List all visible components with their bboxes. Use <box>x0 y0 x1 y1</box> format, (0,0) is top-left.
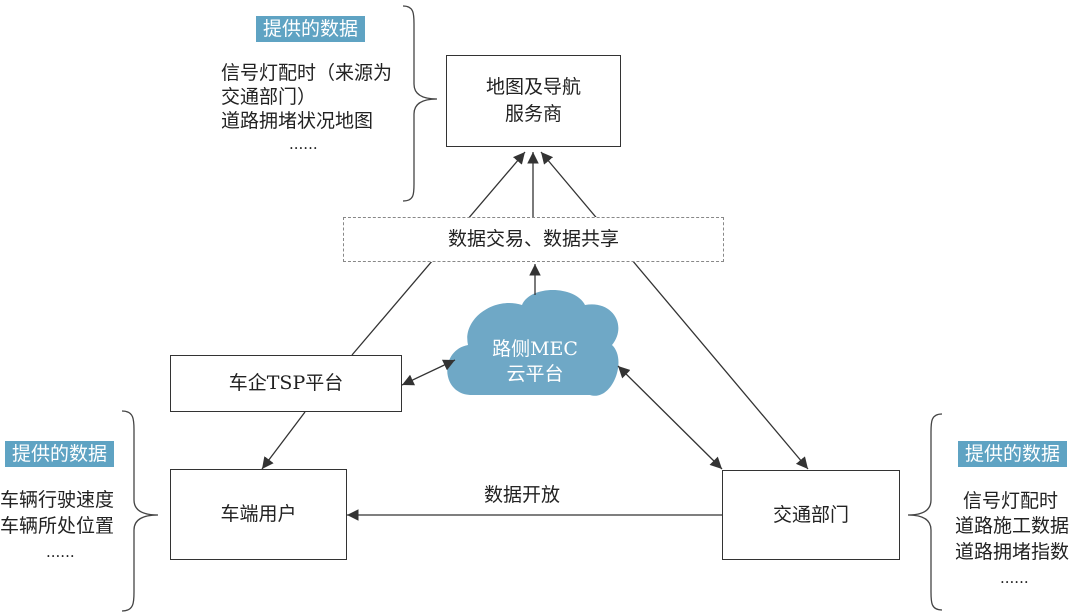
traffic-dept-data-line: 道路拥堵指数 <box>955 541 1070 563</box>
edge-tsp-cloud <box>401 359 456 386</box>
traffic-dept-data-line: 道路施工数据 <box>955 515 1070 537</box>
edge-cloud-traffic <box>617 365 723 470</box>
brace-map-provider <box>402 5 438 202</box>
tsp-platform-label: 车企TSP平台 <box>228 372 344 394</box>
map-provider-data-ellipsis: ...... <box>289 135 318 153</box>
end-user-data-line: 车辆行驶速度 <box>0 489 115 511</box>
traffic-dept-label: 交通部门 <box>772 503 849 526</box>
end-user-data-line: 车辆所处位置 <box>0 515 115 537</box>
map-provider-label-line1: 地图及导航 <box>485 76 581 98</box>
data-trade-node: 数据交易、数据共享 <box>343 217 724 262</box>
map-provider-data-tag: 提供的数据 <box>256 16 366 42</box>
data-open-label: 数据开放 <box>484 484 561 506</box>
tsp-platform-node: 车企TSP平台 <box>170 355 402 412</box>
end-user-data-ellipsis: ...... <box>46 543 75 561</box>
map-provider-label-line2: 服务商 <box>504 103 562 125</box>
end-user-node: 车端用户 <box>170 469 347 560</box>
map-provider-node: 地图及导航 服务商 <box>446 55 621 147</box>
map-provider-data-line: 交通部门） <box>221 86 317 108</box>
map-provider-data-line: 道路拥堵状况地图 <box>221 110 374 132</box>
traffic-dept-data-tag: 提供的数据 <box>958 441 1068 467</box>
brace-traffic-dept <box>907 413 943 611</box>
cloud-label-line1: 路侧MEC <box>492 338 578 360</box>
cloud-label-line2: 云平台 <box>506 363 563 385</box>
traffic-dept-data-line: 信号灯配时 <box>963 490 1059 512</box>
edge-tsp-to-user <box>261 411 306 470</box>
map-provider-data-line: 信号灯配时（来源为 <box>221 62 393 84</box>
traffic-dept-data-ellipsis: ...... <box>1000 569 1029 587</box>
edge-traffic-to-map <box>540 151 809 470</box>
brace-end-user <box>121 410 159 612</box>
end-user-label: 车端用户 <box>220 503 297 525</box>
traffic-dept-node: 交通部门 <box>722 470 900 560</box>
data-trade-label: 数据交易、数据共享 <box>447 228 619 250</box>
end-user-data-tag: 提供的数据 <box>5 441 115 467</box>
